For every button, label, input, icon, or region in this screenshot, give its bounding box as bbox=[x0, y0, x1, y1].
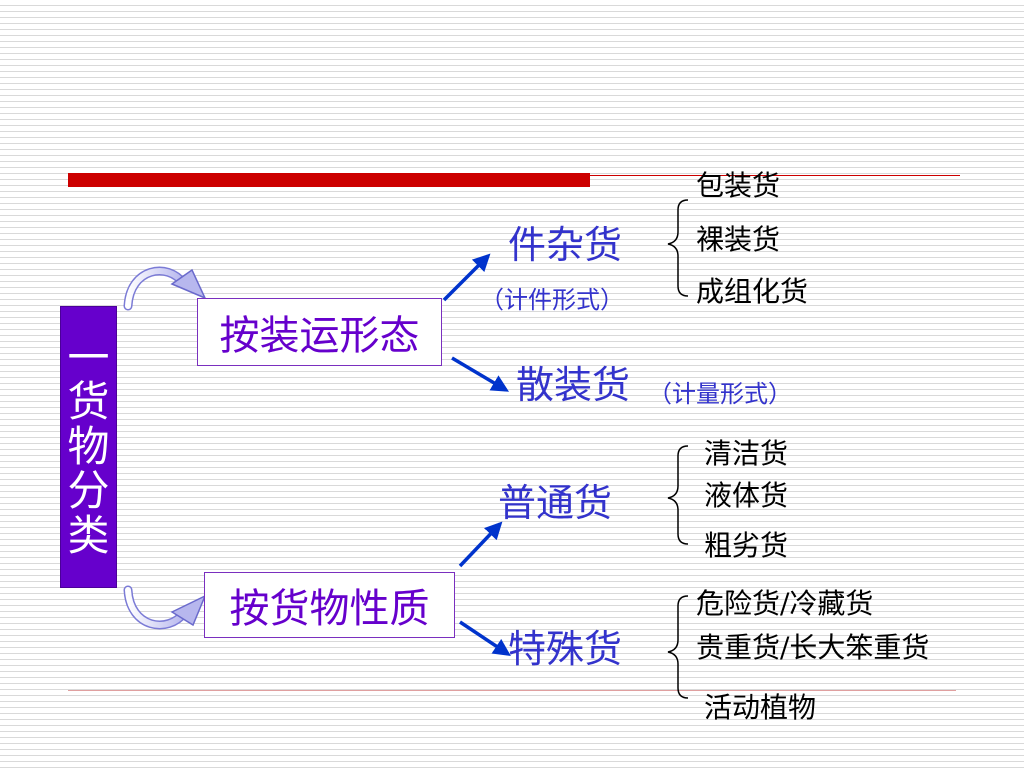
category-special-cargo: 特殊货 bbox=[508, 627, 623, 671]
brace-ordinary-cargo bbox=[667, 445, 689, 545]
brace-special-cargo bbox=[667, 595, 689, 699]
leaf-item: 粗劣货 bbox=[704, 529, 789, 562]
leaf-item: 成组化货 bbox=[696, 275, 809, 308]
leaf-item: 清洁货 bbox=[704, 437, 789, 470]
arrow-to-bulk-cargo bbox=[451, 356, 510, 392]
root-char: 一 bbox=[67, 332, 110, 382]
arrow-to-general-cargo bbox=[442, 253, 491, 302]
branch-by-transport-form: 按装运形态 bbox=[197, 298, 442, 366]
curved-arrow-bottom bbox=[123, 585, 207, 630]
leaf-item: 危险货/冷藏货 bbox=[696, 587, 874, 620]
curved-arrow-top bbox=[123, 266, 207, 311]
root-char: 物 bbox=[67, 421, 110, 471]
title-bar bbox=[68, 173, 590, 187]
brace-general-cargo bbox=[667, 199, 689, 297]
root-node-cargo-classification: 一 货 物 分 类 bbox=[60, 306, 117, 588]
title-rule bbox=[590, 175, 960, 176]
leaf-item: 活动植物 bbox=[704, 691, 817, 724]
branch-by-cargo-nature: 按货物性质 bbox=[204, 572, 455, 638]
bottom-rule bbox=[68, 690, 956, 691]
arrow-to-special-cargo bbox=[459, 620, 511, 656]
leaf-item: 液体货 bbox=[704, 479, 789, 512]
category-bulk-cargo-note: （计量形式） bbox=[648, 380, 792, 408]
leaf-item: 裸装货 bbox=[696, 223, 781, 256]
category-general-cargo: 件杂货 bbox=[508, 223, 623, 267]
category-ordinary-cargo: 普通货 bbox=[498, 481, 613, 525]
leaf-item: 包装货 bbox=[696, 169, 781, 202]
root-char: 货 bbox=[67, 377, 110, 427]
category-general-cargo-note: （计件形式） bbox=[480, 286, 624, 314]
leaf-item: 贵重货/长大笨重货 bbox=[696, 631, 930, 664]
category-bulk-cargo: 散装货 bbox=[516, 363, 631, 407]
arrow-to-ordinary-cargo bbox=[458, 521, 503, 568]
root-char: 类 bbox=[67, 510, 110, 560]
root-char: 分 bbox=[67, 466, 110, 516]
